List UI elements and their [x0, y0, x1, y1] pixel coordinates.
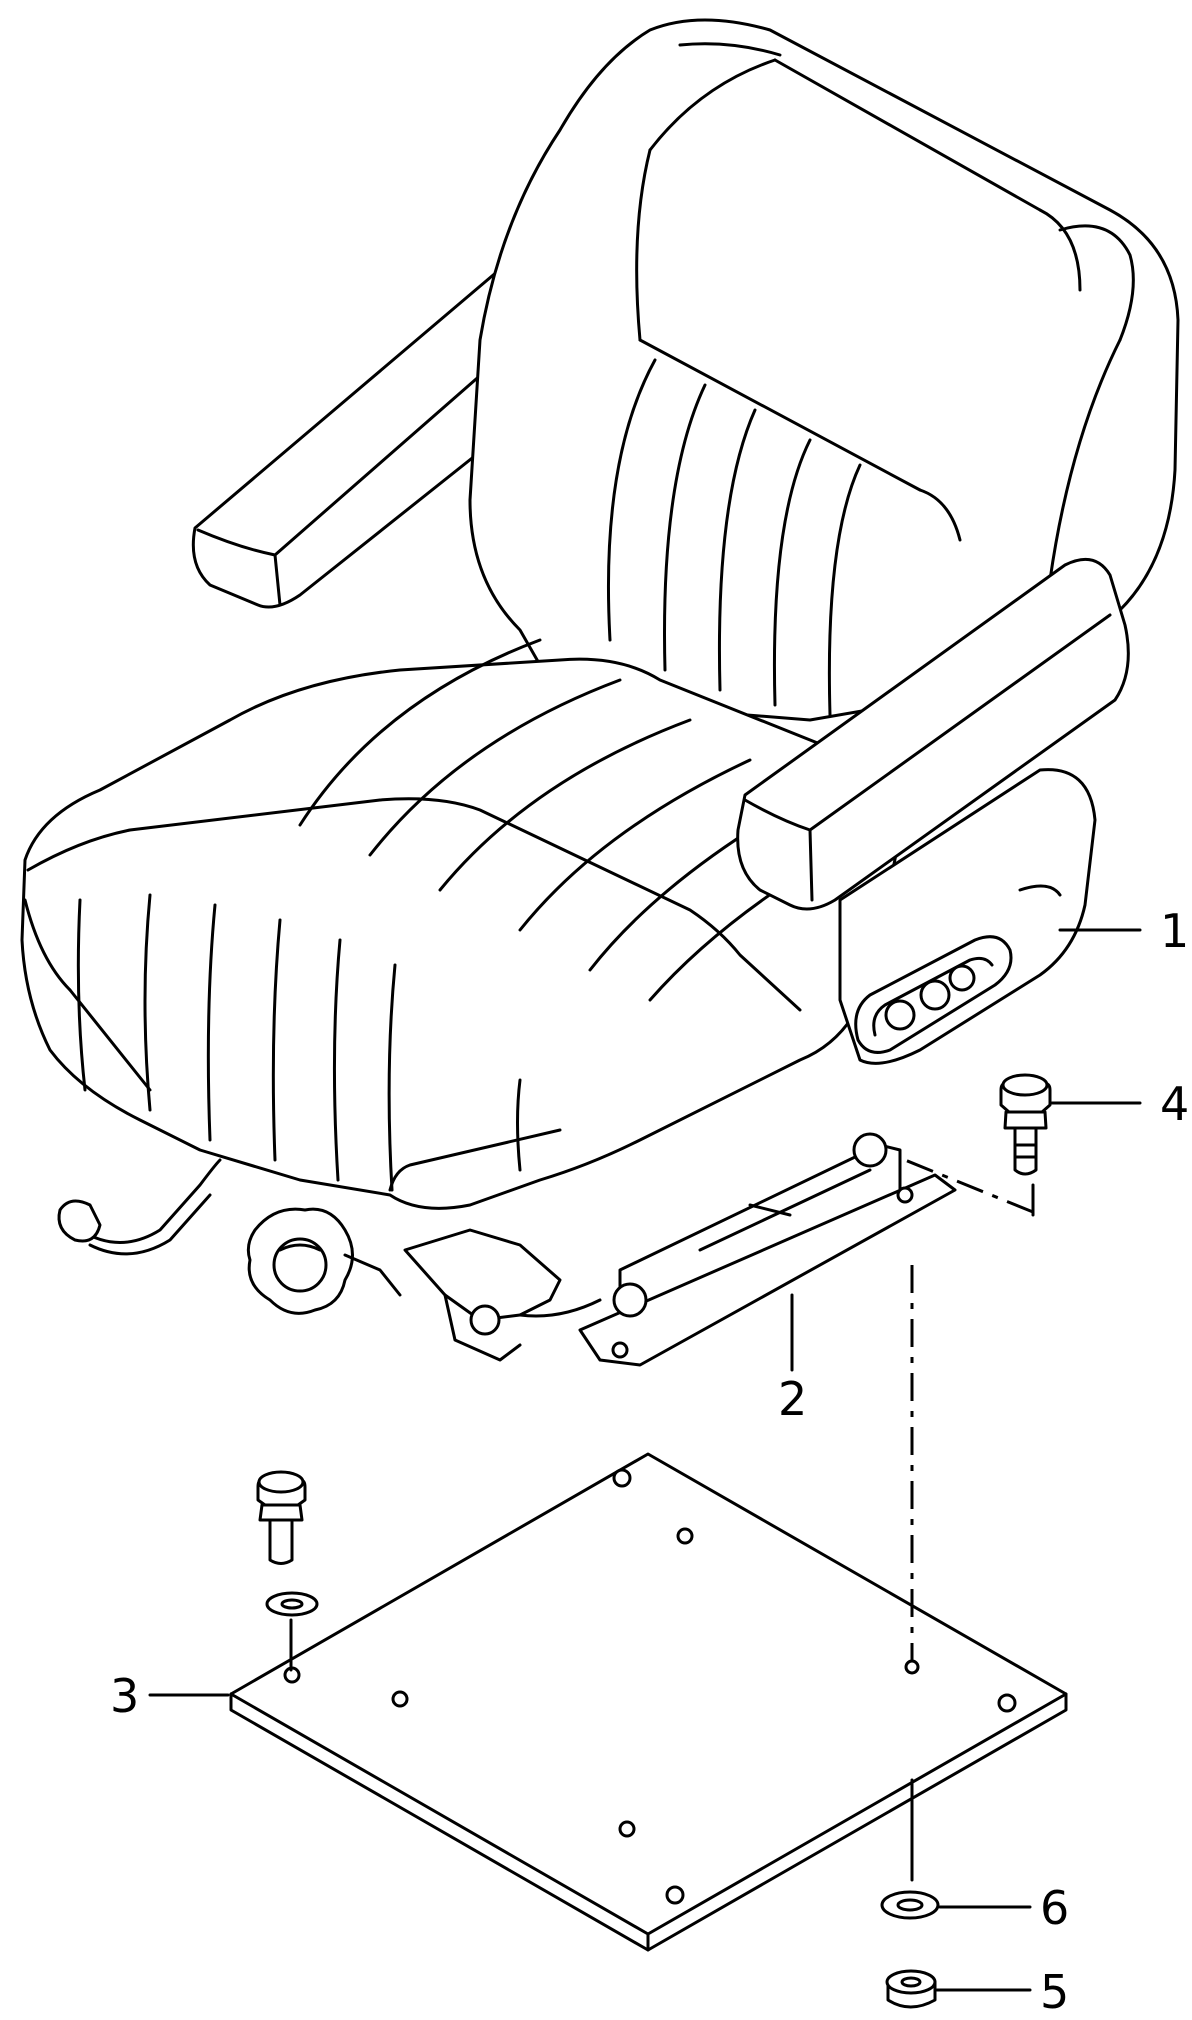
- seat-under-frame: [57, 1158, 602, 1362]
- base-plate: [229, 1452, 1068, 1952]
- backrest: [468, 18, 1180, 722]
- bolt: [904, 1073, 1052, 1217]
- callout-6: 6: [1040, 1881, 1069, 1935]
- nut: [885, 1969, 937, 2009]
- seat-side-panel: [838, 768, 1097, 1065]
- left-bolt-washer: [256, 1470, 319, 1672]
- callout-3: 3: [110, 1669, 139, 1723]
- seat-cushion: [20, 638, 902, 1210]
- callout-5: 5: [1040, 1965, 1069, 2015]
- washer: [880, 1890, 940, 1920]
- seat-rail: [578, 1132, 957, 1367]
- callout-1: 1: [1160, 904, 1189, 958]
- callout-4: 4: [1160, 1077, 1189, 1131]
- callout-2: 2: [778, 1372, 807, 1426]
- right-armrest: [736, 557, 1130, 911]
